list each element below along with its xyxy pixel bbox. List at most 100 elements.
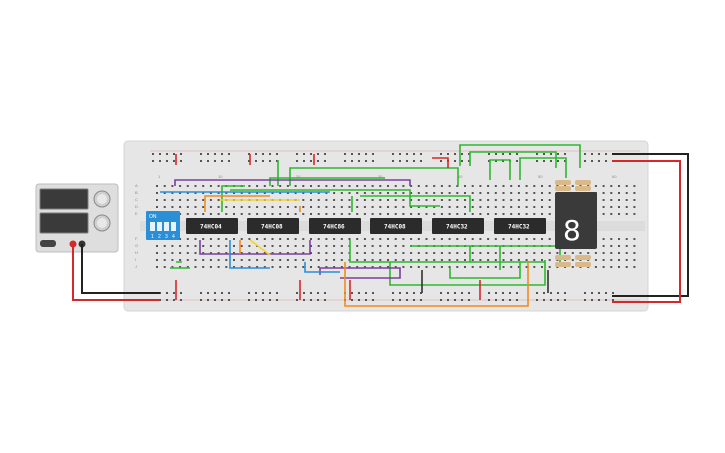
breadboard-hole[interactable] bbox=[317, 259, 320, 261]
breadboard-hole[interactable] bbox=[541, 213, 543, 215]
breadboard-hole[interactable] bbox=[510, 185, 513, 187]
breadboard-hole[interactable] bbox=[440, 199, 443, 201]
breadboard-hole[interactable] bbox=[324, 299, 326, 301]
breadboard-hole[interactable] bbox=[525, 206, 528, 208]
breadboard-hole[interactable] bbox=[387, 192, 389, 194]
wire-green[interactable] bbox=[351, 195, 471, 212]
breadboard-hole[interactable] bbox=[456, 206, 459, 208]
breadboard-hole[interactable] bbox=[633, 259, 636, 261]
breadboard-hole[interactable] bbox=[310, 238, 312, 240]
breadboard-hole[interactable] bbox=[410, 206, 413, 208]
breadboard-hole[interactable] bbox=[166, 299, 168, 301]
breadboard-hole[interactable] bbox=[571, 185, 574, 187]
breadboard-hole[interactable] bbox=[494, 252, 497, 254]
breadboard-hole[interactable] bbox=[456, 238, 459, 240]
breadboard-hole[interactable] bbox=[633, 245, 636, 247]
breadboard-hole[interactable] bbox=[255, 153, 257, 155]
breadboard-hole[interactable] bbox=[379, 199, 382, 201]
breadboard-hole[interactable] bbox=[271, 185, 274, 187]
power-switch[interactable] bbox=[40, 240, 56, 247]
breadboard-hole[interactable] bbox=[433, 206, 436, 208]
breadboard-hole[interactable] bbox=[610, 266, 613, 268]
breadboard-hole[interactable] bbox=[406, 292, 408, 294]
breadboard-hole[interactable] bbox=[464, 199, 466, 201]
breadboard-hole[interactable] bbox=[541, 252, 543, 254]
breadboard-hole[interactable] bbox=[410, 192, 413, 194]
breadboard-hole[interactable] bbox=[340, 213, 343, 215]
breadboard-hole[interactable] bbox=[618, 192, 620, 194]
breadboard-hole[interactable] bbox=[471, 185, 474, 187]
breadboard-hole[interactable] bbox=[564, 292, 566, 294]
breadboard-hole[interactable] bbox=[525, 259, 528, 261]
breadboard-hole[interactable] bbox=[209, 252, 212, 254]
breadboard-hole[interactable] bbox=[557, 299, 559, 301]
breadboard-hole[interactable] bbox=[263, 238, 266, 240]
breadboard-hole[interactable] bbox=[180, 153, 182, 155]
breadboard-hole[interactable] bbox=[591, 160, 593, 162]
breadboard-hole[interactable] bbox=[325, 206, 328, 208]
breadboard-hole[interactable] bbox=[387, 259, 389, 261]
wire-green[interactable] bbox=[221, 185, 245, 212]
breadboard-hole[interactable] bbox=[340, 259, 343, 261]
breadboard-hole[interactable] bbox=[233, 192, 235, 194]
wire-supply-negative[interactable] bbox=[81, 244, 160, 294]
breadboard-hole[interactable] bbox=[536, 292, 538, 294]
wire-purple[interactable] bbox=[174, 179, 411, 186]
breadboard-hole[interactable] bbox=[248, 252, 251, 254]
breadboard-hole[interactable] bbox=[333, 266, 336, 268]
breadboard-hole[interactable] bbox=[269, 153, 271, 155]
breadboard-hole[interactable] bbox=[356, 238, 359, 240]
breadboard-hole[interactable] bbox=[209, 266, 212, 268]
breadboard-hole[interactable] bbox=[584, 299, 586, 301]
breadboard-hole[interactable] bbox=[392, 292, 394, 294]
breadboard-hole[interactable] bbox=[202, 185, 205, 187]
breadboard-hole[interactable] bbox=[228, 299, 230, 301]
breadboard-hole[interactable] bbox=[294, 245, 297, 247]
breadboard-hole[interactable] bbox=[294, 192, 297, 194]
breadboard-hole[interactable] bbox=[494, 199, 497, 201]
breadboard-hole[interactable] bbox=[461, 160, 463, 162]
breadboard-hole[interactable] bbox=[262, 153, 264, 155]
breadboard-hole[interactable] bbox=[156, 266, 158, 268]
wire-green[interactable] bbox=[459, 144, 581, 168]
breadboard-hole[interactable] bbox=[550, 299, 552, 301]
breadboard-hole[interactable] bbox=[440, 259, 443, 261]
breadboard-hole[interactable] bbox=[494, 259, 497, 261]
breadboard-hole[interactable] bbox=[379, 185, 382, 187]
breadboard-hole[interactable] bbox=[502, 238, 505, 240]
signal-wires[interactable] bbox=[160, 144, 581, 307]
breadboard-hole[interactable] bbox=[221, 153, 223, 155]
breadboard-hole[interactable] bbox=[448, 192, 451, 194]
wire-blue[interactable] bbox=[304, 262, 340, 273]
resistor[interactable] bbox=[575, 262, 591, 267]
breadboard-hole[interactable] bbox=[618, 252, 620, 254]
breadboard-hole[interactable] bbox=[194, 199, 197, 201]
breadboard-hole[interactable] bbox=[363, 252, 366, 254]
breadboard-hole[interactable] bbox=[387, 206, 389, 208]
wire-black[interactable] bbox=[421, 270, 549, 293]
breadboard-hole[interactable] bbox=[324, 153, 326, 155]
breadboard-hole[interactable] bbox=[479, 213, 482, 215]
breadboard-hole[interactable] bbox=[633, 185, 636, 187]
breadboard-hole[interactable] bbox=[410, 185, 413, 187]
breadboard-hole[interactable] bbox=[433, 259, 436, 261]
breadboard-hole[interactable] bbox=[471, 199, 474, 201]
breadboard-hole[interactable] bbox=[202, 238, 205, 240]
breadboard-hole[interactable] bbox=[294, 259, 297, 261]
breadboard-hole[interactable] bbox=[340, 185, 343, 187]
breadboard-hole[interactable] bbox=[379, 245, 382, 247]
wire-yellow[interactable] bbox=[249, 239, 271, 256]
wire-green[interactable] bbox=[469, 151, 557, 168]
breadboard-hole[interactable] bbox=[186, 252, 189, 254]
breadboard-hole[interactable] bbox=[541, 238, 543, 240]
breadboard-hole[interactable] bbox=[248, 192, 251, 194]
breadboard-hole[interactable] bbox=[217, 259, 220, 261]
breadboard-hole[interactable] bbox=[633, 266, 636, 268]
breadboard-hole[interactable] bbox=[233, 213, 235, 215]
breadboard-hole[interactable] bbox=[517, 238, 520, 240]
breadboard-hole[interactable] bbox=[543, 299, 545, 301]
breadboard-hole[interactable] bbox=[471, 252, 474, 254]
breadboard-hole[interactable] bbox=[179, 245, 182, 247]
breadboard-hole[interactable] bbox=[356, 192, 359, 194]
breadboard-hole[interactable] bbox=[263, 213, 266, 215]
